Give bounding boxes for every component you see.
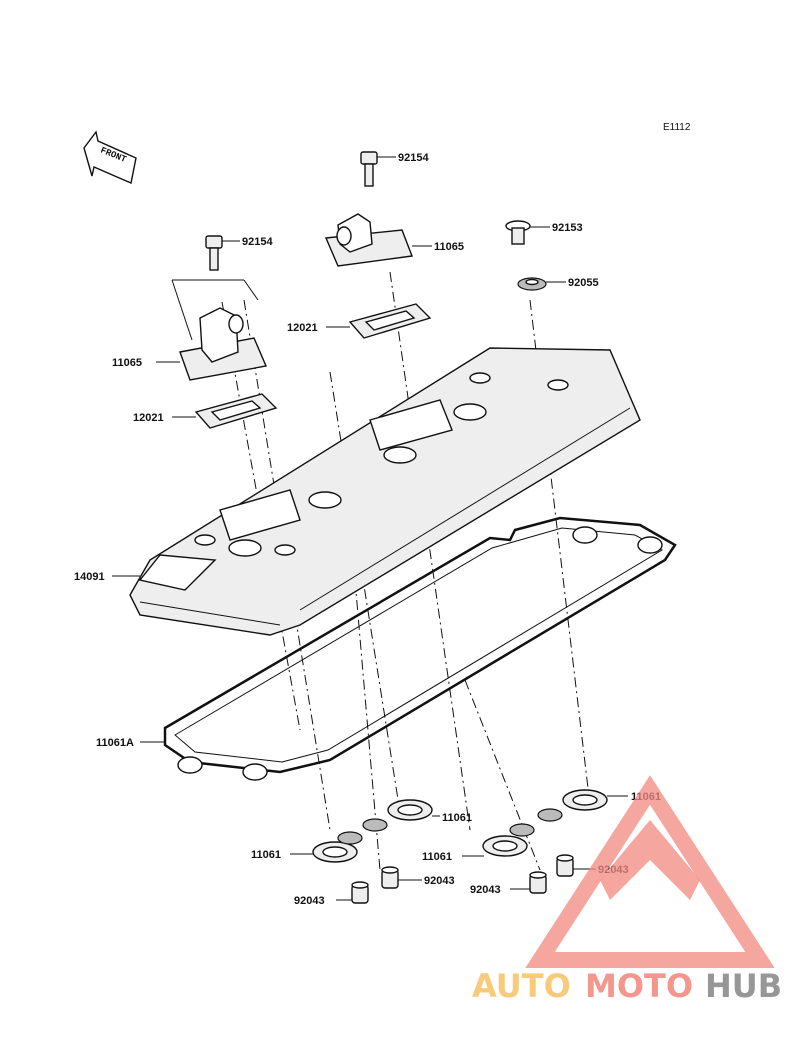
dowel-pin-92043-b (381, 866, 422, 889)
label-92055: 92055 (568, 277, 599, 289)
dowel-pin-92043-c (510, 871, 547, 894)
gasket-12021-left (172, 393, 278, 429)
grommet-92055 (517, 277, 566, 291)
bolt-92154-right (360, 151, 396, 187)
label-11065-right: 11065 (434, 241, 464, 253)
watermark-moto: MOTO (585, 967, 693, 1005)
bolt-92154-left (205, 235, 240, 271)
label-92043-c: 92043 (470, 884, 501, 896)
diagram-id: E1112 (663, 122, 691, 133)
cylinder-head-cover-14091 (112, 347, 641, 636)
label-12021-left: 12021 (133, 412, 164, 424)
label-14091: 14091 (74, 571, 105, 583)
label-92043-b: 92043 (424, 875, 455, 887)
front-arrow-icon: FRONT (83, 130, 137, 184)
watermark-logo: AUTO MOTO HUB (472, 775, 782, 1005)
label-92154-right: 92154 (398, 152, 429, 164)
label-11061-center-left: 11061 (442, 812, 472, 824)
gasket-12021-right (326, 303, 432, 339)
label-92154-left: 92154 (242, 236, 273, 248)
gasket-11061-group-left (290, 799, 440, 863)
label-11061A: 11061A (96, 737, 134, 749)
gasket-11061A (140, 516, 677, 781)
label-11061-left: 11061 (251, 849, 281, 861)
bolt-92153 (505, 220, 550, 245)
breather-cover-11065-right (324, 213, 432, 267)
label-92153: 92153 (552, 222, 583, 234)
gasket-11061-group-right (462, 789, 628, 857)
breather-cover-11065-left (156, 307, 267, 381)
label-12021-right: 12021 (287, 322, 318, 334)
watermark-auto: AUTO (472, 967, 571, 1005)
dowel-pin-92043-d (556, 854, 596, 877)
dowel-pin-92043-a (336, 881, 369, 904)
label-11061-center-right: 11061 (422, 851, 452, 863)
label-92043-a: 92043 (294, 895, 325, 907)
watermark-triangle-icon (525, 775, 775, 968)
watermark-hub: HUB (705, 967, 782, 1005)
label-11065-left: 11065 (112, 357, 142, 369)
